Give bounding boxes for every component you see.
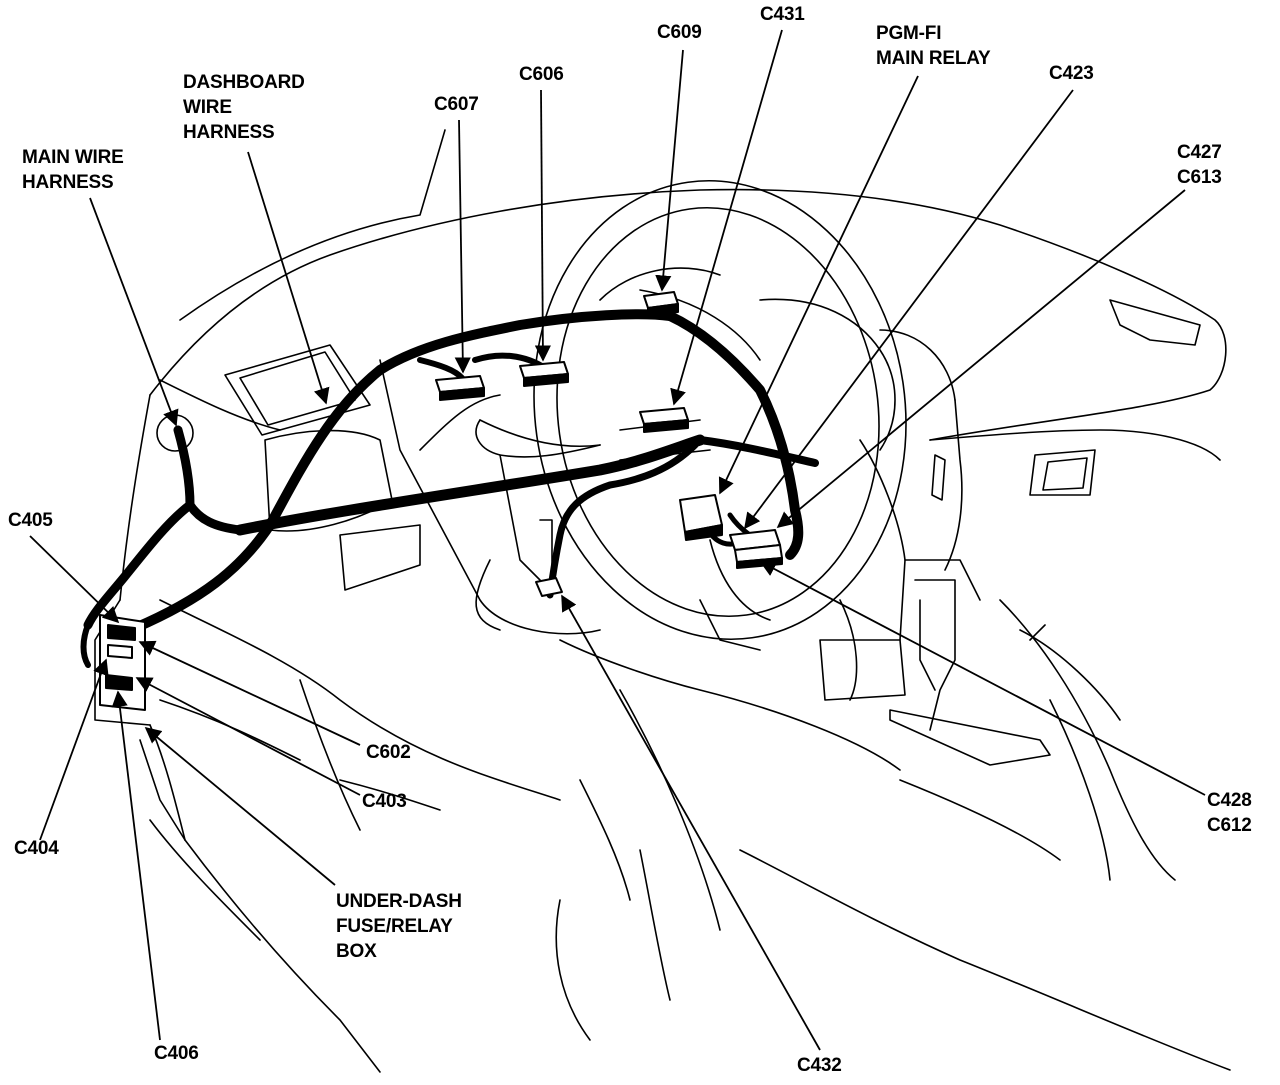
label-pgm-fi-line2: MAIN RELAY	[876, 48, 991, 69]
label-c427: C427	[1177, 142, 1222, 163]
label-main-wire-harness: MAIN WIRE HARNESS	[22, 145, 124, 195]
label-c431: C431	[760, 4, 805, 25]
label-pgm-fi-main-relay: PGM-FI MAIN RELAY	[876, 21, 991, 71]
label-dashboard-wire-harness-line1: DASHBOARD	[183, 72, 305, 93]
dashboard-outline	[94, 129, 1231, 1073]
leader-pgm-fi-main-relay	[718, 75, 919, 495]
label-c403: C403	[362, 791, 407, 812]
label-main-wire-harness-line2: HARNESS	[22, 172, 114, 193]
label-c613: C613	[1177, 167, 1222, 188]
leader-c606	[534, 89, 551, 362]
label-under-dash-line3: BOX	[336, 941, 377, 962]
label-dashboard-wire-harness-line2: WIRE	[183, 97, 232, 118]
label-pgm-fi-line1: PGM-FI	[876, 23, 942, 44]
label-c427-c613: C427 C613	[1177, 140, 1222, 190]
leader-dashboard-wire-harness	[247, 151, 330, 405]
connector-c432	[535, 577, 563, 597]
leader-under-dash-fuse-relay-box	[144, 726, 336, 886]
label-c404: C404	[14, 838, 59, 859]
leader-c404	[39, 658, 109, 841]
leader-c607	[454, 119, 471, 374]
leader-c428-c612	[759, 561, 1206, 796]
leader-c432	[561, 594, 821, 1051]
label-main-wire-harness-line1: MAIN WIRE	[22, 147, 124, 168]
leader-c602	[138, 640, 361, 746]
label-c602: C602	[366, 742, 411, 763]
label-c405: C405	[8, 510, 53, 531]
wire-harness-group	[80, 309, 819, 668]
connector-c431	[639, 407, 689, 433]
leader-main-wire-harness	[89, 197, 179, 427]
leader-c431	[670, 29, 783, 406]
connector-c607	[435, 375, 485, 401]
label-under-dash-fuse-relay-box: UNDER-DASH FUSE/RELAY BOX	[336, 889, 462, 964]
label-c607: C607	[434, 94, 479, 115]
label-c609: C609	[657, 22, 702, 43]
leader-c423	[744, 89, 1074, 530]
label-under-dash-line1: UNDER-DASH	[336, 891, 462, 912]
pgm-fi-main-relay	[679, 494, 723, 541]
leader-c427-c613	[776, 189, 1186, 529]
connector-group	[99, 291, 783, 711]
label-dashboard-wire-harness: DASHBOARD WIRE HARNESS	[183, 70, 305, 145]
leader-c403	[135, 677, 361, 796]
leader-lines	[29, 29, 1206, 1051]
leader-c405	[29, 535, 120, 624]
label-dashboard-wire-harness-line3: HARNESS	[183, 122, 275, 143]
under-dash-fuse-relay-box	[99, 614, 146, 711]
label-c423: C423	[1049, 63, 1094, 84]
label-c432: C432	[797, 1055, 842, 1076]
label-c428-c612: C428 C612	[1207, 788, 1252, 838]
connector-c609	[643, 291, 679, 317]
label-under-dash-line2: FUSE/RELAY	[336, 916, 453, 937]
label-c406: C406	[154, 1043, 199, 1064]
label-c428: C428	[1207, 790, 1252, 811]
connector-c606	[519, 361, 569, 387]
label-c612: C612	[1207, 815, 1252, 836]
connector-c427-c613	[729, 529, 783, 569]
leader-c609	[655, 49, 684, 292]
leader-c406	[111, 690, 161, 1041]
label-c606: C606	[519, 64, 564, 85]
